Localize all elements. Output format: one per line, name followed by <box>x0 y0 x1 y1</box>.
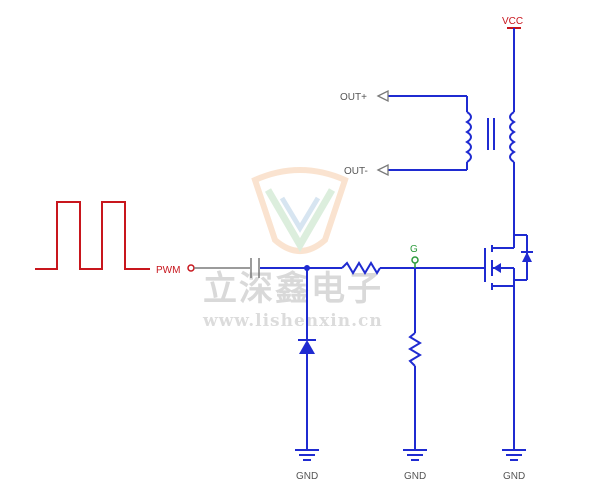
mosfet <box>484 222 533 290</box>
transformer-secondary <box>465 111 472 163</box>
ground-symbol-diode <box>295 449 319 461</box>
watermark-url: www.lishenxin.cn <box>202 311 383 331</box>
watermark-logo <box>251 167 349 254</box>
coupling-capacitor <box>250 258 260 278</box>
pwm-waveform <box>35 201 150 270</box>
out-minus-port <box>376 163 389 177</box>
out-plus-label: OUT+ <box>340 92 367 103</box>
pwm-label: PWM <box>156 265 180 276</box>
ground-symbol-pulldown <box>403 449 427 461</box>
watermark-company: 立深鑫电子 <box>203 269 383 309</box>
pulldown-resistor <box>408 332 422 367</box>
out-plus-port <box>376 89 389 103</box>
diode <box>298 339 316 354</box>
gate-label: G <box>410 244 418 255</box>
gnd-label-1: GND <box>296 471 318 482</box>
transformer-core <box>487 118 495 150</box>
gate-test-point <box>411 256 419 264</box>
pwm-input-terminal <box>187 264 195 272</box>
gnd-label-3: GND <box>503 471 525 482</box>
gate-resistor <box>341 261 381 275</box>
vcc-label: VCC <box>502 16 523 27</box>
ground-symbol-mosfet <box>502 449 526 461</box>
gnd-label-2: GND <box>404 471 426 482</box>
out-minus-label: OUT- <box>344 166 368 177</box>
transformer-primary <box>509 111 516 163</box>
